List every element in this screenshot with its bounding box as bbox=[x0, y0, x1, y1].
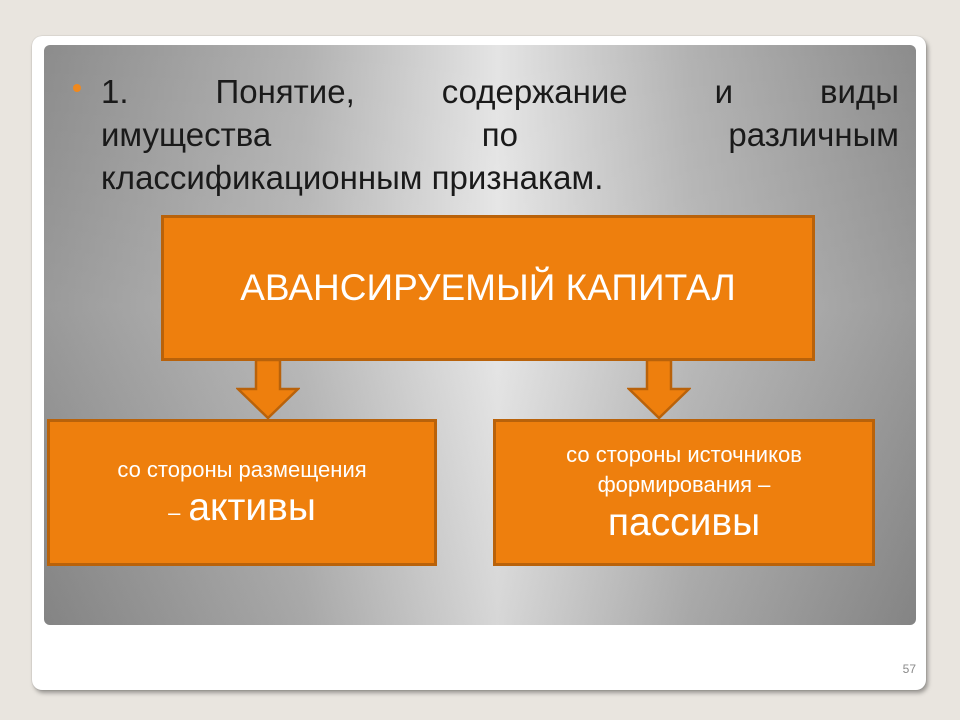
slide-title: 1. Понятие, содержание и виды имущества … bbox=[101, 70, 899, 199]
advanced-capital-label: АВАНСИРУЕМЫЙ КАПИТАЛ bbox=[240, 267, 736, 308]
liabilities-box-subtitle-2: формирования – bbox=[597, 472, 771, 497]
title-word: содержание bbox=[441, 73, 628, 110]
page-number: 57 bbox=[902, 662, 916, 676]
title-word: имущества bbox=[101, 116, 272, 153]
liabilities-box-subtitle-1: со стороны источников bbox=[566, 442, 802, 467]
title-line-1: 1. Понятие, содержание и виды bbox=[101, 70, 899, 113]
liabilities-box: со стороны источников формирования – пас… bbox=[493, 419, 875, 566]
title-word: различным bbox=[728, 116, 899, 153]
title-word: виды bbox=[820, 73, 899, 110]
liabilities-label: пассивы bbox=[607, 501, 761, 544]
title-word: 1. bbox=[101, 73, 129, 110]
assets-label: активы bbox=[188, 486, 316, 529]
title-word: классификационным признакам. bbox=[101, 159, 604, 196]
bullet-icon bbox=[73, 84, 81, 92]
advanced-capital-box: АВАНСИРУЕМЫЙ КАПИТАЛ bbox=[161, 215, 815, 361]
title-word: Понятие, bbox=[215, 73, 355, 110]
assets-box-main: –активы bbox=[50, 485, 434, 536]
title-word: и bbox=[714, 73, 734, 110]
title-line-2: имущества по различным bbox=[101, 113, 899, 156]
assets-box-subtitle: со стороны размещения bbox=[117, 457, 367, 482]
assets-dash: – bbox=[168, 500, 181, 525]
arrow-down-icon bbox=[236, 359, 300, 419]
title-word: по bbox=[481, 116, 518, 153]
arrow-down-icon bbox=[627, 359, 691, 419]
assets-box: со стороны размещения –активы bbox=[47, 419, 437, 566]
title-line-3: классификационным признакам. bbox=[101, 156, 899, 199]
